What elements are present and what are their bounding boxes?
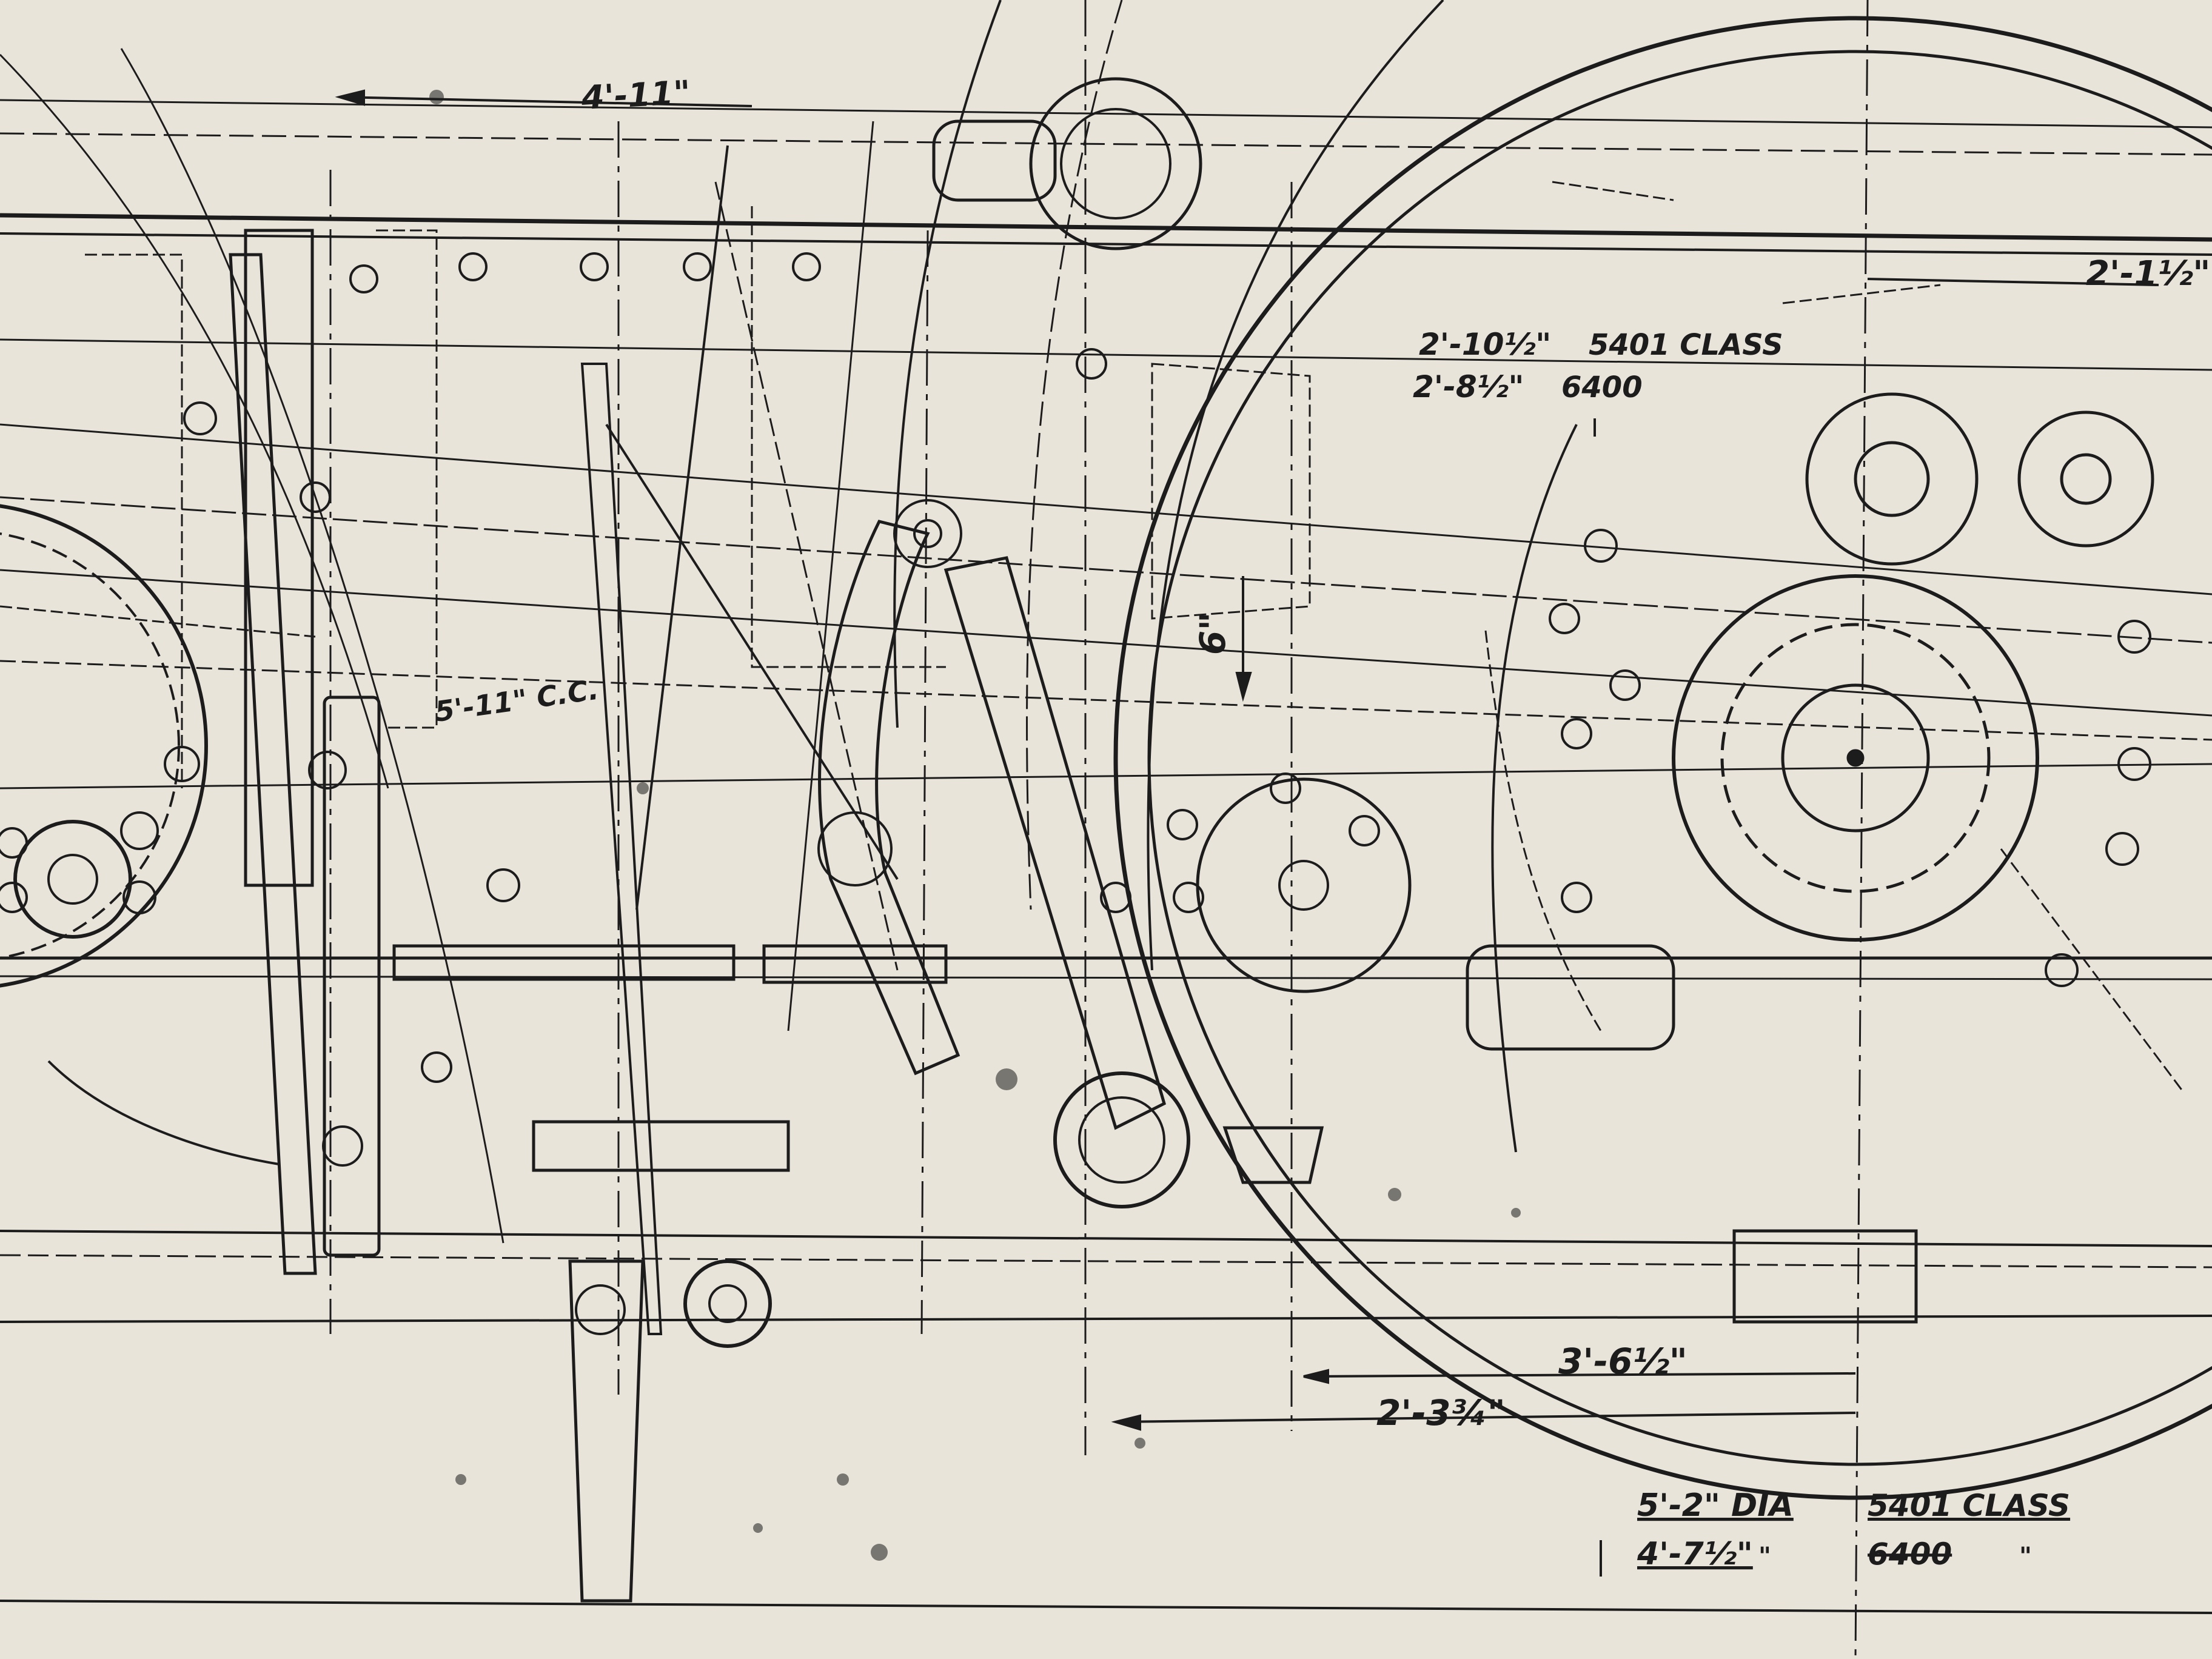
crank-pin [1854, 441, 1930, 517]
class-dim-5401: 2'-10½" [1419, 327, 1551, 362]
crank-pin-circle [1805, 392, 1979, 566]
main-wheel-hub-ring [1720, 623, 1991, 893]
axle-centre [1846, 749, 1865, 767]
detail-lines [0, 181, 2184, 1092]
wheel-label-5401: 5401 CLASS [1868, 1488, 2070, 1523]
main-wheel-hub [1672, 574, 2039, 942]
lower-links [47, 119, 1918, 1603]
main-driving-wheel [1113, 16, 2212, 1500]
left-wheel-inner-rim [0, 532, 180, 959]
dim-lower-right: 3'-6½" [1558, 1341, 1687, 1382]
upper-eccentric-inner [1060, 108, 1171, 220]
wheel-dim-6400: 4'-7½" [1637, 1536, 1753, 1572]
wheel-dim-5401: 5'-2" DIA [1637, 1487, 1794, 1524]
dimension-lines [335, 89, 2159, 1577]
valve-gear [0, 0, 1578, 1335]
wheel-label-6400: 6400 [1868, 1537, 1952, 1572]
main-wheel-boss [1781, 683, 1930, 833]
wheel-ditto-2: " [2019, 1543, 2032, 1570]
dim-valve-travel: 6" [1192, 612, 1233, 655]
return-crank-pin [2060, 453, 2112, 505]
return-crank [2017, 411, 2154, 548]
class-dim-6400: 2'-8½" [1413, 369, 1524, 404]
dim-lower-mid: 2'-3¾" [1376, 1392, 1506, 1433]
upper-eccentric [1029, 77, 1202, 250]
dim-top-left: 4'-11" [580, 73, 691, 117]
driving-wheels [0, 16, 2212, 1500]
ink-stains [429, 90, 1521, 1561]
left-driving-wheel [0, 504, 208, 988]
class-label-5401: 5401 CLASS [1589, 328, 1783, 362]
frame-lines [0, 99, 2212, 1614]
class-label-6400: 6400 [1561, 370, 1643, 404]
bolt-circles [0, 252, 2151, 1348]
dim-top-right: 2'-1½" [2086, 254, 2210, 293]
wheel-ditto-1: " [1758, 1543, 1771, 1570]
